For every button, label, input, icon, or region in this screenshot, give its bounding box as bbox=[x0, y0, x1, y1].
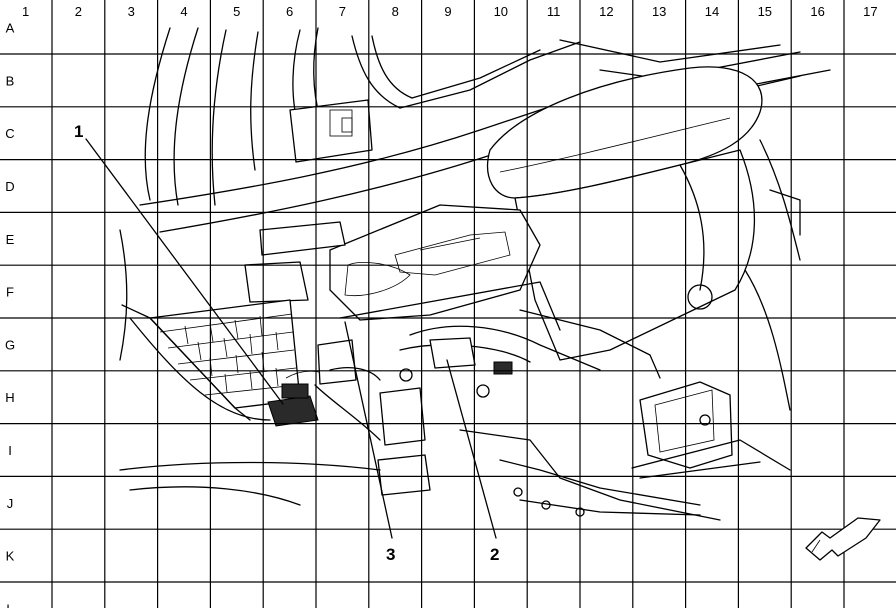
callout-2: 2 bbox=[490, 545, 499, 564]
row-label: B bbox=[6, 73, 15, 88]
row-label: J bbox=[7, 496, 14, 511]
row-label: K bbox=[6, 549, 15, 564]
column-label: 1 bbox=[22, 4, 29, 19]
row-label: G bbox=[5, 337, 15, 352]
leader-line-2 bbox=[446, 359, 497, 539]
column-label: 12 bbox=[599, 4, 613, 19]
callout-leaders bbox=[85, 138, 497, 539]
column-label: 15 bbox=[758, 4, 772, 19]
vehicle-illustration bbox=[119, 27, 831, 521]
column-label: 13 bbox=[652, 4, 666, 19]
column-label: 14 bbox=[705, 4, 719, 19]
column-label: 3 bbox=[128, 4, 135, 19]
column-label: 10 bbox=[494, 4, 508, 19]
leader-line-1 bbox=[85, 138, 284, 405]
row-label: I bbox=[8, 443, 12, 458]
row-label: L bbox=[6, 601, 13, 608]
column-label: 7 bbox=[339, 4, 346, 19]
column-label: 6 bbox=[286, 4, 293, 19]
row-label: A bbox=[6, 21, 15, 36]
callout-1: 1 bbox=[74, 122, 83, 141]
column-label: 17 bbox=[863, 4, 877, 19]
row-label: F bbox=[6, 285, 14, 300]
row-label: C bbox=[5, 126, 14, 141]
row-labels: A B C D E F G H I J K L bbox=[5, 21, 15, 608]
row-label: H bbox=[5, 390, 14, 405]
column-label: 11 bbox=[547, 4, 561, 19]
callouts: 1 2 3 bbox=[74, 122, 499, 564]
column-label: 16 bbox=[810, 4, 824, 19]
column-label: 4 bbox=[180, 4, 187, 19]
row-label: D bbox=[5, 179, 14, 194]
leader-line-3 bbox=[344, 321, 393, 539]
row-label: E bbox=[6, 232, 15, 247]
column-label: 5 bbox=[233, 4, 240, 19]
callout-3: 3 bbox=[386, 545, 395, 564]
column-label: 2 bbox=[75, 4, 82, 19]
column-label: 9 bbox=[444, 4, 451, 19]
front-direction-arrow-icon bbox=[805, 517, 881, 561]
column-label: 8 bbox=[392, 4, 399, 19]
